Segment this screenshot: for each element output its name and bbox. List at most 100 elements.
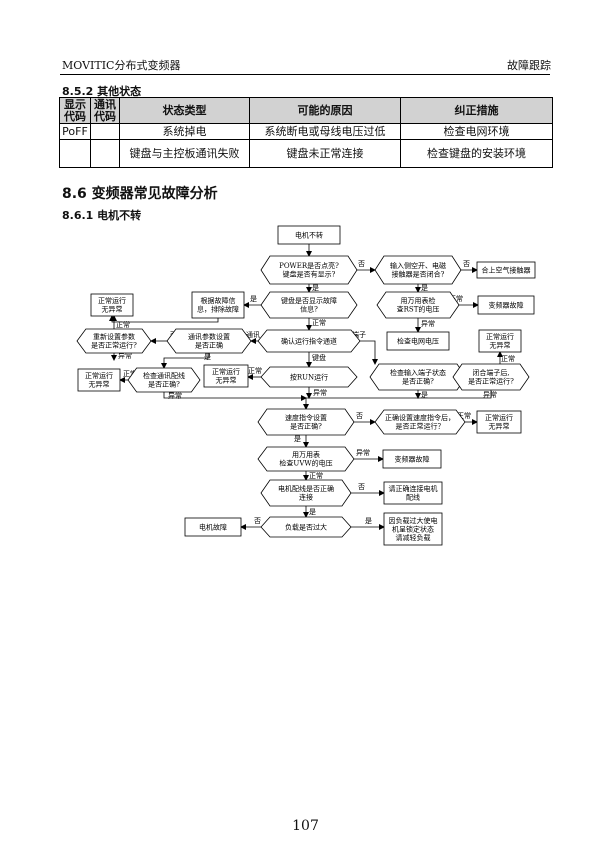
cell-display-code: PoFF — [59, 123, 91, 140]
flow-edge-label: 异常 — [313, 388, 327, 397]
flow-node-power: POWER是否点亮?键盘是否有显示? — [260, 255, 358, 285]
flow-edge-label: 正常 — [248, 366, 262, 375]
flow-node-text: 正常运行 — [85, 371, 113, 380]
flow-node-text: 无异常 — [89, 380, 110, 389]
flow-arrow — [161, 353, 210, 369]
flow-node-text: 变频器故障 — [395, 454, 430, 463]
flow-node-text: 是否正确 — [195, 341, 223, 350]
flow-node-text: 按RUN运行 — [290, 372, 328, 381]
flow-node-text: 是否正常运行? — [91, 341, 137, 350]
flow-node-text: 确认运行指令通道 — [281, 336, 337, 345]
flow-node-text: 是否正确? — [148, 380, 180, 389]
flow-edge-label: 是 — [421, 284, 428, 292]
flow-node-text: 查RST的电压 — [397, 305, 440, 314]
flow-node-text: 正常运行 — [485, 413, 513, 422]
flow-node-channel: 确认运行指令通道 — [257, 329, 361, 353]
cell-possible-cause: 键盘未正常连接 — [249, 139, 401, 168]
flow-node-text: 息，排除故障 — [197, 305, 239, 314]
flow-edge-label: 正常 — [312, 318, 326, 327]
flow-edge-label: 否 — [356, 412, 363, 420]
flow-node-inverter1: 变频器故障 — [477, 295, 535, 315]
table-row: 键盘与主控板通讯失败 键盘未正常连接 检查键盘的安装环境 — [59, 139, 553, 168]
flow-node-text: 正常运行 — [98, 296, 126, 305]
flow-node-text: 变频器故障 — [489, 300, 524, 309]
flow-node-set-speed: 正确设置速度指令后，是否正常运行？ — [374, 409, 466, 435]
flow-edge-label: 异常 — [483, 390, 497, 399]
flow-node-text: 无异常 — [216, 376, 237, 385]
flow-node-text: 是否正确? — [290, 422, 322, 431]
header-corrective-action: 纠正措施 — [400, 97, 553, 124]
flow-edge-label: 否 — [358, 483, 365, 491]
flow-node-text: 连接 — [299, 493, 313, 502]
flow-edge-label: 否 — [463, 260, 470, 268]
flow-edge-label: 正常 — [449, 294, 463, 303]
flow-node-inverter2: 变频器故障 — [382, 449, 442, 469]
flow-node-text: 无异常 — [102, 305, 123, 314]
flow-node-text: 正常运行 — [212, 367, 240, 376]
flow-node-close-terminal: 闭合端子后,是否正常运行? — [452, 363, 530, 391]
flow-edge-label: 通讯 — [246, 330, 260, 339]
flow-edge-label: 是 — [309, 508, 316, 516]
flow-node-text: 速度指令设置 — [285, 413, 327, 422]
flow-edge-label: 是 — [204, 353, 211, 361]
flow-edge-label: 否 — [358, 260, 365, 268]
flow-edge-label: 是 — [250, 295, 257, 303]
flow-node-text: 电机故障 — [199, 522, 227, 531]
flow-edge-label: 是 — [312, 284, 319, 292]
flow-node-motor-fault: 电机故障 — [184, 517, 242, 537]
section-title-motor-not-running: 8.6.1 电机不转 — [62, 209, 142, 222]
flow-node-text: 因负载过大使电 — [389, 516, 438, 525]
cell-status-type: 键盘与主控板通讯失败 — [119, 139, 250, 168]
section-title-other-status: 8.5.2 其他状态 — [62, 85, 142, 98]
flow-node-text: 正常运行 — [486, 332, 514, 341]
flow-arrow — [163, 392, 307, 401]
flow-node-text: 重新设置参数 — [93, 332, 135, 341]
flow-edge-label: 是 — [294, 435, 301, 443]
status-table: 显示代码 通讯代码 状态类型 可能的原因 纠正措施 PoFF 系统掉电 系统断电… — [59, 97, 553, 168]
header-display-code: 显示代码 — [59, 97, 91, 124]
flow-node-text: 请减轻负载 — [396, 533, 431, 542]
flow-node-text: 电机配线是否正确 — [278, 484, 334, 493]
cell-status-type: 系统掉电 — [119, 123, 250, 140]
flow-node-text: 输入侧空开、电磁 — [390, 261, 446, 270]
cell-comm-code — [90, 139, 120, 168]
flow-node-text: 无异常 — [489, 422, 510, 431]
flow-node-text: 检查UVW的电压 — [279, 459, 332, 468]
flow-node-text: 机呈锁定状态 — [392, 524, 434, 533]
flow-edge-label: 正常 — [501, 354, 515, 363]
flow-edge-label: 异常 — [356, 448, 370, 457]
page-number: 107 — [292, 818, 319, 834]
flow-node-text: 电机不转 — [295, 230, 323, 239]
flow-node-text: 通讯参数设置 — [188, 332, 230, 341]
flow-arrow — [303, 390, 492, 410]
flow-node-text: 配线 — [406, 493, 420, 502]
flow-node-text: 用万用表检 — [401, 296, 436, 305]
flow-node-check-grid: 检查电网电压 — [386, 331, 450, 351]
flow-node-text: 检查输入端子状态 — [390, 368, 446, 377]
flow-node-text: 检查电网电压 — [397, 336, 439, 345]
flow-node-run-key: 按RUN运行 — [260, 366, 358, 388]
flow-edge-label: 正常 — [123, 369, 137, 378]
flow-node-load: 负载是否过大 — [260, 516, 352, 538]
flow-node-text: 接触器是否闭合? — [392, 270, 445, 279]
flow-node-text: 是否正确? — [402, 377, 434, 386]
flow-node-text: 根据故障信 — [201, 296, 236, 305]
flow-node-text: 请正确连接电机 — [389, 484, 438, 493]
flow-edge-label: 异常 — [118, 351, 132, 360]
flow-node-text: 正确设置速度指令后， — [385, 413, 455, 422]
flow-node-text: 用万用表 — [292, 450, 320, 459]
section-title-fault-analysis: 8.6 变频器常见故障分析 — [62, 186, 218, 202]
flow-node-text: 合上空气接触器 — [482, 265, 531, 274]
flow-edge-label: 正常 — [457, 411, 471, 420]
flow-node-start: 电机不转 — [277, 225, 341, 245]
